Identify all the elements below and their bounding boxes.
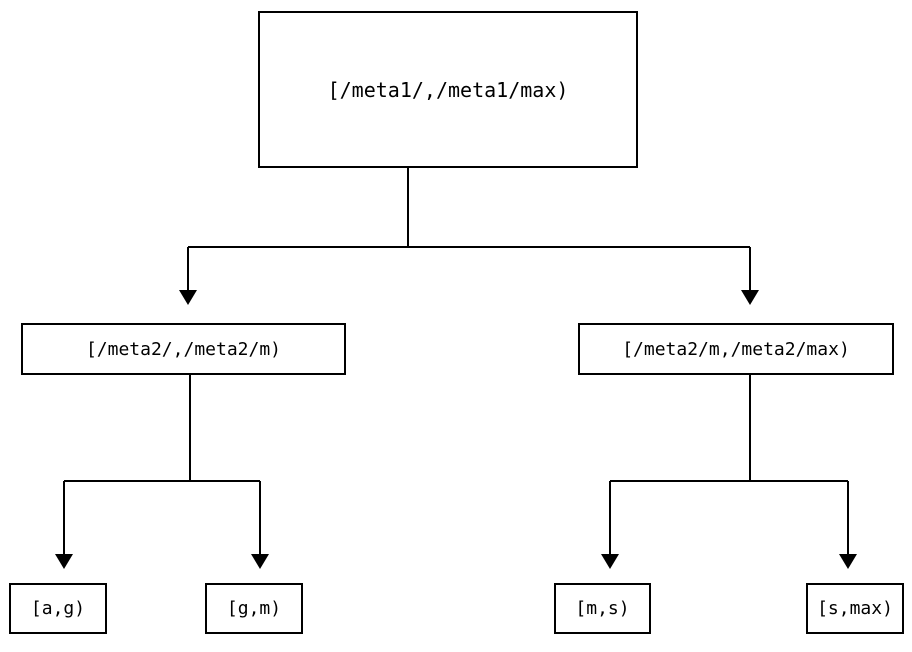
arrowhead-leaf-1 [55,554,73,569]
tree-node-level2-left[interactable]: [/meta2/,/meta2/m) [21,323,346,375]
tree-node-leaf-4[interactable]: [s,max) [806,583,904,634]
tree-node-root[interactable]: [/meta1/,/meta1/max) [258,11,638,168]
arrowhead-mid-left [179,290,197,305]
arrowhead-leaf-2 [251,554,269,569]
arrowhead-leaf-4 [839,554,857,569]
tree-node-level2-right[interactable]: [/meta2/m,/meta2/max) [578,323,894,375]
arrowhead-leaf-3 [601,554,619,569]
arrowhead-mid-right [741,290,759,305]
tree-node-leaf-1[interactable]: [a,g) [9,583,107,634]
tree-node-leaf-3[interactable]: [m,s) [554,583,651,634]
tree-node-leaf-2[interactable]: [g,m) [205,583,303,634]
